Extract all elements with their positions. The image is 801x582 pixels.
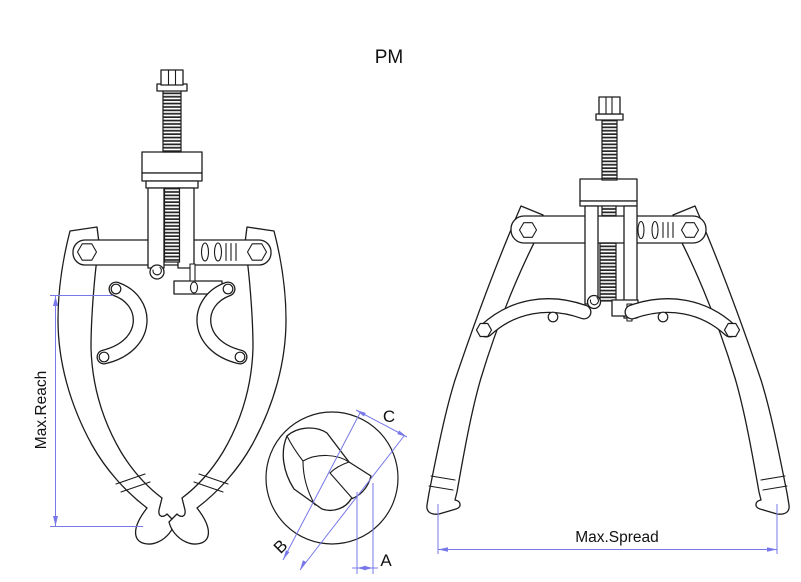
puller-open-view bbox=[426, 96, 790, 515]
screw-thread bbox=[162, 89, 182, 153]
arrow-icon bbox=[283, 550, 290, 560]
dim-a bbox=[352, 483, 378, 574]
pivot-hole bbox=[110, 283, 122, 295]
screw-thread bbox=[601, 118, 618, 181]
arrow-icon bbox=[356, 410, 366, 417]
arrow-up-icon bbox=[53, 296, 58, 306]
hex-hole bbox=[475, 322, 493, 338]
hex-bolt-head bbox=[160, 69, 184, 86]
dim-c-label: C bbox=[383, 407, 395, 426]
max-spread-dimension bbox=[437, 504, 778, 554]
pivot-hole bbox=[98, 351, 110, 363]
arrow-icon bbox=[357, 565, 366, 571]
arrow-icon bbox=[397, 430, 407, 437]
pivot-hole bbox=[657, 311, 669, 323]
hex-hole bbox=[723, 322, 741, 338]
hex-nut-icon bbox=[246, 243, 268, 261]
hex-nut-icon bbox=[76, 243, 98, 261]
arrow-right-icon bbox=[767, 547, 777, 552]
arrow-left-icon bbox=[438, 547, 448, 552]
puller-front-view bbox=[57, 69, 287, 545]
max-reach-label: Max.Reach bbox=[33, 371, 50, 449]
jaw-tip-sketch bbox=[282, 427, 372, 512]
pivot-hole bbox=[547, 311, 559, 323]
arrow-icon bbox=[300, 560, 307, 570]
dim-b-label: B bbox=[270, 536, 291, 557]
dim-c bbox=[355, 409, 408, 438]
arrow-down-icon bbox=[53, 516, 58, 526]
screw-tip bbox=[149, 264, 165, 280]
screw-tip bbox=[586, 294, 602, 310]
max-reach-dimension bbox=[50, 295, 143, 527]
arrow-icon bbox=[364, 565, 373, 571]
hex-nut-icon bbox=[680, 222, 700, 238]
dim-b bbox=[282, 412, 405, 571]
pivot-hole bbox=[222, 283, 234, 295]
drawing-title: PM bbox=[375, 47, 404, 68]
screw-thread bbox=[601, 205, 617, 217]
screw-thread bbox=[599, 242, 617, 302]
hex-bolt-head bbox=[598, 96, 621, 115]
screw-thread bbox=[163, 187, 181, 263]
jaw-detail-inset bbox=[265, 411, 399, 545]
max-spread-label: Max.Spread bbox=[575, 529, 659, 546]
hex-nut-icon bbox=[518, 222, 538, 238]
pivot-hole bbox=[234, 351, 246, 363]
dim-a-label: A bbox=[380, 551, 392, 570]
